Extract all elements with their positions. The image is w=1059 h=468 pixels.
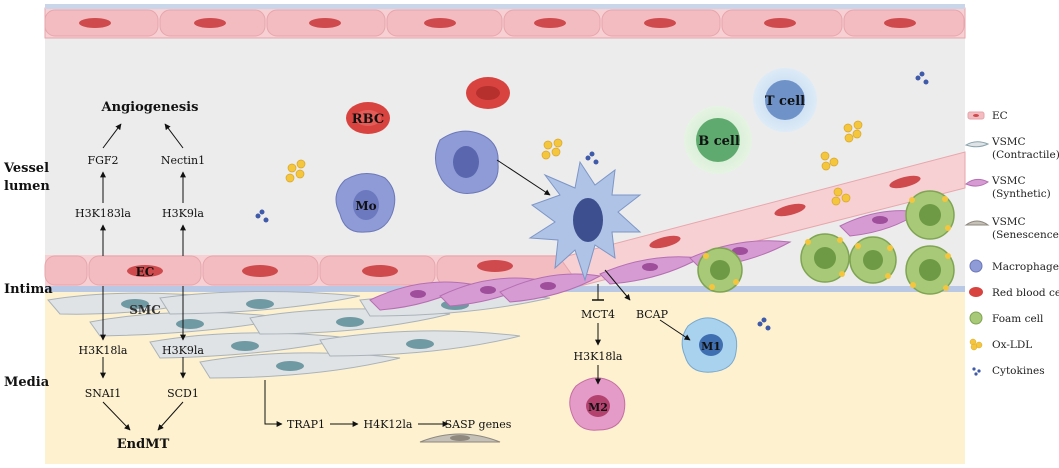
ec-label: EC <box>136 265 155 279</box>
synthetic-smc-layer <box>369 210 922 311</box>
nectin1-label: Nectin1 <box>161 154 205 167</box>
monocyte-label: Mo <box>355 199 376 213</box>
foam-cell-icon <box>969 311 983 325</box>
legend-ox-ldl: Ox-LDL <box>992 339 1032 351</box>
fgf2-label: FGF2 <box>87 154 118 167</box>
h3k18la-left-label: H3K18la <box>79 344 128 357</box>
red-blood-cells <box>346 77 510 134</box>
legend-icons <box>964 111 990 376</box>
h3k9la-top-label: H3K9la <box>162 207 204 220</box>
legend-vsmc-contractile-2: (Contractile) <box>992 149 1059 161</box>
h3k9la-bottom-label: H3K9la <box>162 344 204 357</box>
legend-vsmc-synthetic-1: VSMC <box>991 175 1026 187</box>
endmt-label: EndMT <box>117 437 170 452</box>
macrophage-cell <box>435 130 499 194</box>
legend-foam-cell: Foam cell <box>992 313 1044 325</box>
legend-cytokines: Cytokines <box>992 365 1045 377</box>
legend-macrophage: Macrophage <box>992 261 1059 273</box>
h4k12la-label: H4K12la <box>364 418 413 431</box>
trap1-label: TRAP1 <box>287 418 325 431</box>
region-label-intima: Intima <box>4 282 53 297</box>
foam-cell-cluster <box>697 190 955 295</box>
contractile-smc-layer <box>47 290 551 379</box>
b-cell <box>684 106 752 174</box>
vsmc-contractile-icon <box>964 141 990 148</box>
legend-vsmc-contractile-1: VSMC <box>991 136 1026 148</box>
rbc-label: RBC <box>352 112 384 127</box>
top-endothelium <box>44 4 966 39</box>
legend-vsmc-senescence-1: VSMC <box>991 216 1026 228</box>
vsmc-synthetic-icon <box>965 178 989 187</box>
m1-label: M1 <box>701 340 721 353</box>
b-cell-label: B cell <box>698 134 740 149</box>
m1-macrophage <box>681 317 738 373</box>
m2-label: M2 <box>588 401 608 414</box>
monocyte <box>335 173 396 233</box>
cytokines-icon <box>972 367 981 376</box>
ox-ldl-particles <box>285 120 863 206</box>
legend-ec: EC <box>992 110 1008 122</box>
region-label-vessel-line1: Vessel <box>3 161 49 176</box>
ox-ldl-icon <box>969 338 983 351</box>
legend-vsmc-senescence-2: (Senescence) <box>992 229 1059 241</box>
sasp-genes-label: SASP genes <box>445 418 512 431</box>
cytokines <box>255 71 929 331</box>
t-cell <box>753 68 817 132</box>
intima-endothelium <box>44 151 966 287</box>
red-blood-cell-icon <box>969 287 983 297</box>
macrophage-icon <box>969 259 983 273</box>
legend-vsmc-synthetic-2: (Synthetic) <box>992 188 1051 200</box>
legend-red-blood-cell: Red blood cell <box>992 287 1059 299</box>
angiogenesis-label: Angiogenesis <box>101 100 199 115</box>
h3k18la-right-label: H3K18la <box>574 350 623 363</box>
m2-macrophage <box>569 377 626 431</box>
activated-macrophage <box>528 160 642 282</box>
smc-label: SMC <box>129 303 161 317</box>
pathway-arrows <box>100 123 691 431</box>
region-label-media: Media <box>4 375 50 390</box>
vsmc-senescence-icon <box>964 220 990 226</box>
scd1-label: SCD1 <box>167 387 199 400</box>
t-cell-label: T cell <box>765 94 805 109</box>
mct4-label: MCT4 <box>581 308 615 321</box>
region-label-lumen-line2: lumen <box>4 179 50 194</box>
snai1-label: SNAI1 <box>85 387 121 400</box>
bcap-label: BCAP <box>636 308 669 321</box>
h3k183la-label: H3K183la <box>75 207 131 220</box>
